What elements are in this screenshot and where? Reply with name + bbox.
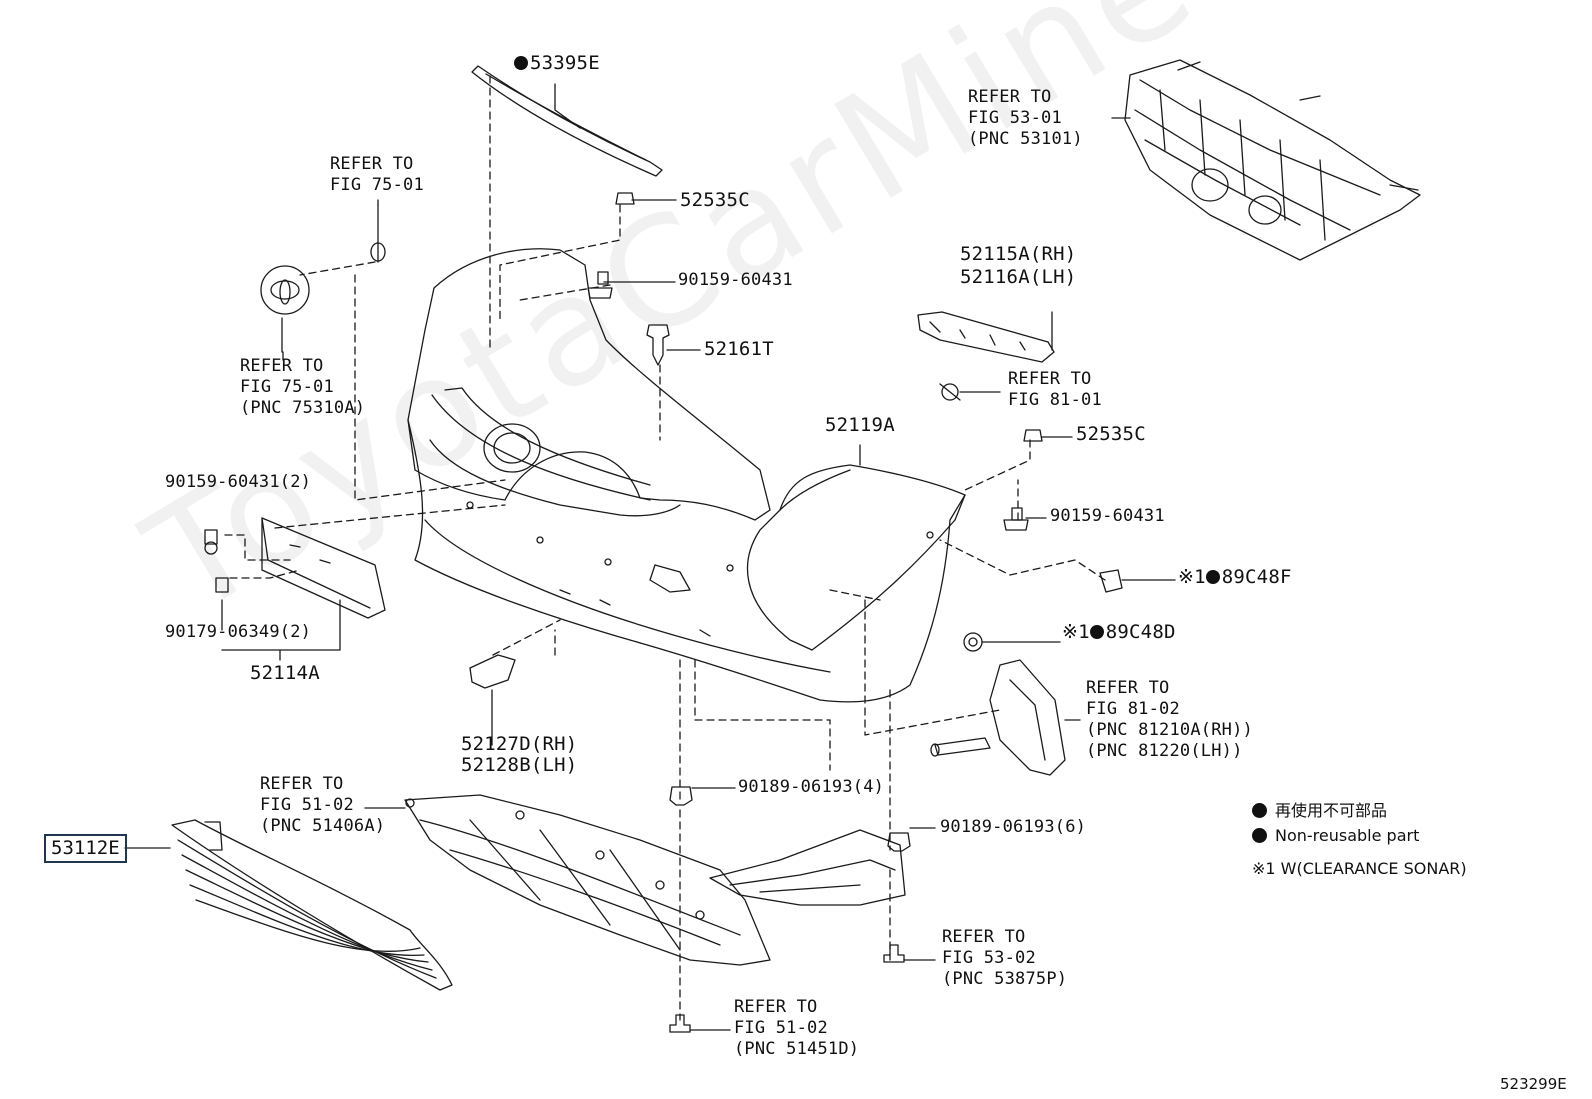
non-reusable-dot-icon [1205,570,1220,584]
callout-52115A: 52115A(RH) [960,243,1077,265]
retainer-strip [471,65,663,177]
screw-90159-mid [1003,507,1029,531]
callout-90159-mid: 90159-60431 [1050,506,1165,526]
non-reusable-dot-icon [1252,828,1267,843]
callout-90179: 90179-06349(2) [165,622,312,642]
callout-52119A: 52119A [825,414,895,436]
lower-grille [171,819,453,991]
screw-90159-top [587,271,613,299]
nut-90179 [215,577,229,593]
legend: 再使用不可部品 Non-reusable part ※1 W(CLEARANCE… [1252,798,1467,881]
callout-90189-6: 90189-06193(6) [940,817,1087,837]
callout-53395E: 53395E [514,52,600,75]
toyota-emblem [260,265,310,353]
fog-lamp-housing [930,659,1066,776]
side-bracket [917,311,1055,363]
callout-52128B: 52128B(LH) [461,754,578,776]
callout-53112E-highlighted[interactable]: 53112E [44,834,127,863]
screw-90159-2 [204,529,218,555]
callout-52535C-top: 52535C [680,189,750,211]
sonar-cap [469,654,516,746]
license-bracket [261,517,386,619]
callout-52535C-mid: 52535C [1076,423,1146,445]
legend-item-en: Non-reusable part [1252,823,1467,848]
leader-lines [224,75,1106,1021]
legend-item-jp: 再使用不可部品 [1252,798,1467,823]
callout-52116A: 52116A(LH) [960,266,1077,288]
bumper-cover [407,248,966,703]
side-under-cover [709,829,906,906]
sonar-retainer-89C48F [1099,569,1123,593]
legend-note: ※1 W(CLEARANCE SONAR) [1252,859,1467,878]
clip-52535C-mid [1023,429,1043,442]
figure-reference: 523299E [1500,1075,1567,1093]
callout-52161T: 52161T [704,338,774,360]
non-reusable-dot-icon [1252,803,1267,818]
engine-under-cover [404,794,771,966]
clip-90189-6 [887,832,911,852]
callout-90159-top: 90159-60431 [678,270,793,290]
clip-52535C-top [615,192,635,205]
non-reusable-dot-icon [514,56,528,70]
screw-51451D [669,1014,691,1033]
clip-90189-4 [669,786,693,806]
non-reusable-dot-icon [1089,625,1104,639]
solid-leaders [124,83,1176,1031]
sonar-ring-89C48D [963,632,983,652]
callout-90159-2: 90159-60431(2) [165,472,312,492]
clip-52161T [646,324,670,366]
callout-52114A: 52114A [250,662,320,684]
callout-52127D: 52127D(RH) [461,733,578,755]
bolt-52115A [939,383,961,401]
screw-53875P [883,944,905,963]
grille-frame [1124,59,1421,261]
callout-90189-4: 90189-06193(4) [738,777,885,797]
